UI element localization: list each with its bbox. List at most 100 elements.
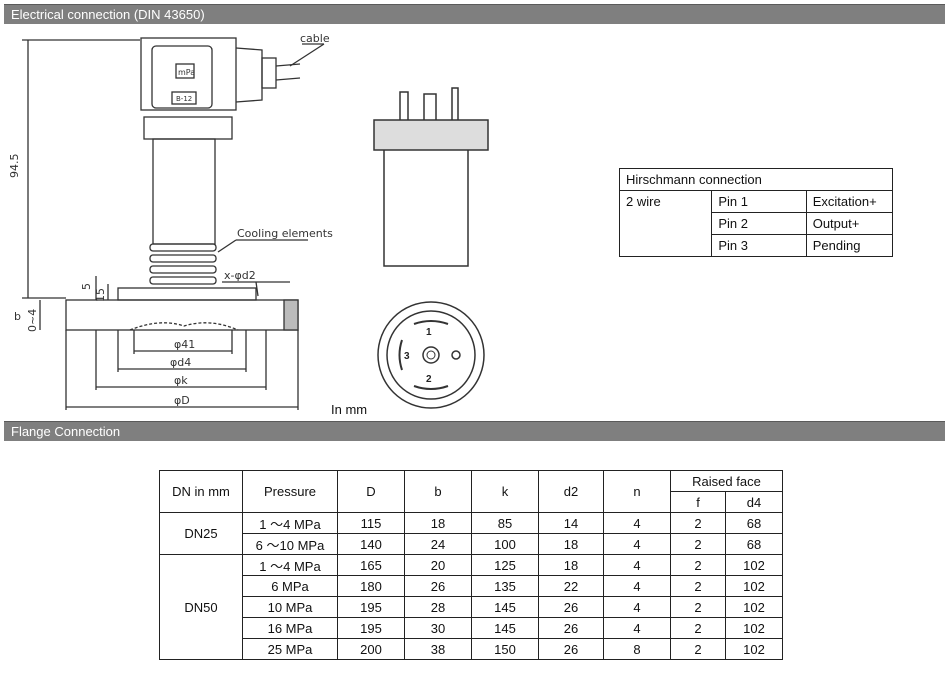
d2-cell: 26 [538,596,604,618]
knurled-nut [143,116,233,140]
dim-b-label: b [14,310,21,323]
d4-label: φd4 [170,356,191,369]
pin2-label: 2 [426,374,432,385]
pin1-label: 1 [426,327,432,338]
b-cell: 26 [404,575,472,597]
b-cell: 24 [404,533,472,555]
header-pressure: Pressure [242,470,338,513]
dim-15-label: 15 [94,288,107,302]
height-dim-label: 94.5 [8,154,21,179]
k-cell: 100 [471,533,539,555]
connector-side-view [373,87,489,267]
d4-cell: 102 [725,596,783,618]
d4-cell: 102 [725,638,783,660]
header-b: b [404,470,472,513]
d-cell: 165 [337,554,405,576]
d2-cell: 18 [538,533,604,555]
pin3-label: 3 [404,351,410,362]
pressure-cell: 10 MPa [242,596,338,618]
hirschmann-title: Hirschmann connection [619,168,893,191]
pin-cell: Pin 2 [711,212,807,235]
mpa-label: mPa [178,68,195,77]
d4-cell: 102 [725,617,783,639]
k-cell: 135 [471,575,539,597]
pressure-cell: 6 MPa [242,575,338,597]
n-cell: 4 [603,554,671,576]
dn-cell: DN25 [159,512,243,555]
D-label: φD [174,394,190,407]
k-cell: 85 [471,512,539,534]
pressure-cell: 16 MPa [242,617,338,639]
n-cell: 4 [603,575,671,597]
k-cell: 125 [471,554,539,576]
d2-cell: 26 [538,638,604,660]
pin-function-cell: Excitation+ [805,190,894,213]
k-cell: 145 [471,617,539,639]
d-cell: 195 [337,617,405,639]
k-cell: 145 [471,596,539,618]
electrical-connection-header: Electrical connection (DIN 43650) [4,4,945,24]
pin-function-cell: Output+ [805,212,894,235]
dim-5-label: 5 [80,283,93,290]
b-cell: 20 [404,554,472,576]
b-cell: 18 [404,512,472,534]
unit-note: In mm [331,402,368,417]
dim-0-4-label: 0~4 [26,309,39,332]
flange-connection-header: Flange Connection [4,421,945,441]
code-label: B-12 [176,95,192,103]
pin-function-cell: Pending [805,234,894,257]
f-cell: 2 [670,512,726,534]
d2-cell: 26 [538,617,604,639]
pressure-cell: 25 MPa [242,638,338,660]
header-D: D [337,470,405,513]
d4-cell: 102 [725,575,783,597]
b-cell: 38 [404,638,472,660]
n-cell: 4 [603,617,671,639]
n-cell: 4 [603,596,671,618]
d-cell: 200 [337,638,405,660]
pressure-cell: 1 ～4 MPa [242,512,338,534]
d-cell: 180 [337,575,405,597]
connector-face-view: 1 2 3 [377,301,485,409]
d2-dim-label: x-φd2 [224,269,256,282]
cable-label: cable [300,32,330,45]
f-cell: 2 [670,575,726,597]
header-dn: DN in mm [159,470,243,513]
flange-table: DN in mm Pressure D b k d2 n Raised face… [159,470,783,660]
d2-cell: 14 [538,512,604,534]
k-cell: 150 [471,638,539,660]
hirschmann-table: Hirschmann connection 2 wire Pin 1 Excit… [618,168,894,257]
wire-label: 2 wire [618,190,713,213]
cable-gland [235,47,263,103]
f-cell: 2 [670,617,726,639]
f-cell: 2 [670,554,726,576]
k-label: φk [174,374,188,387]
f-cell: 2 [670,596,726,618]
header-d2: d2 [538,470,604,513]
header-n: n [603,470,671,513]
d4-cell: 68 [725,512,783,534]
dn-cell: DN50 [159,554,243,660]
pin-cell: Pin 1 [711,190,807,213]
d4-cell: 68 [725,533,783,555]
d-cell: 140 [337,533,405,555]
d-cell: 195 [337,596,405,618]
f-cell: 2 [670,638,726,660]
flange [65,299,299,331]
n-cell: 4 [603,533,671,555]
header-f: f [670,491,726,513]
n-cell: 8 [603,638,671,660]
technical-drawing: cable Cooling elements 94.5 x-φd2 5 15 b… [8,32,489,410]
d41-label: φ41 [174,338,195,351]
pin-cell: Pin 3 [711,234,807,257]
pressure-cell: 6 ～10 MPa [242,533,338,555]
header-raised-face: Raised face [670,470,783,492]
connector-head [140,37,237,111]
d4-cell: 102 [725,554,783,576]
